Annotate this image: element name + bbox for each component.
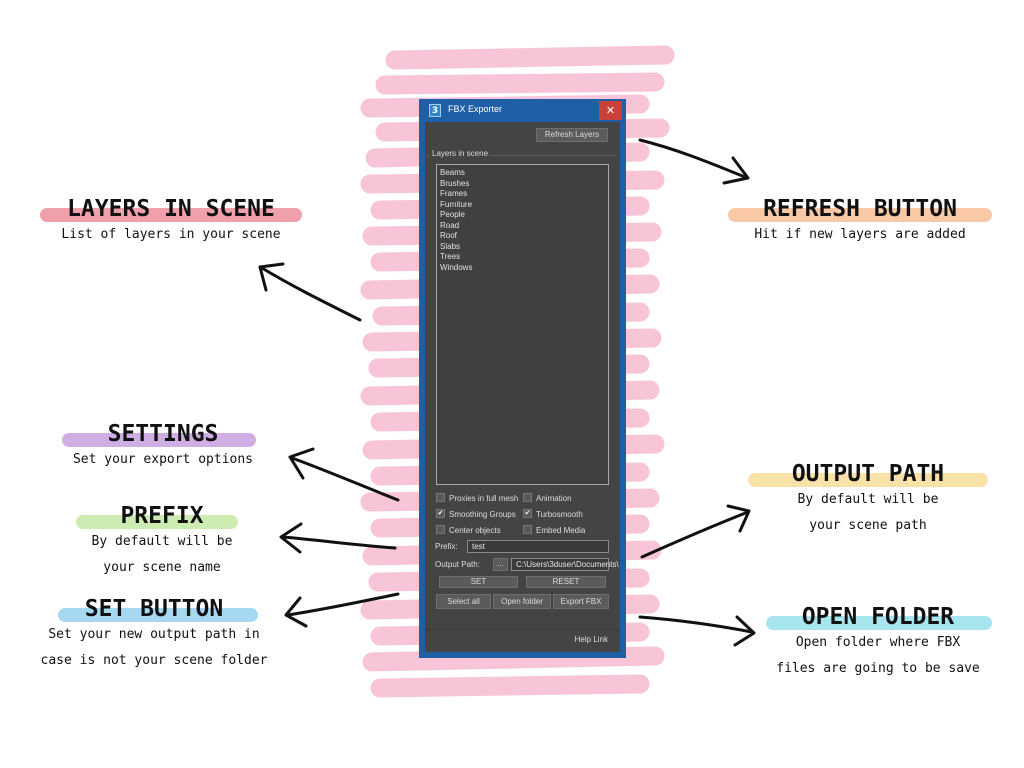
- annotation-output-path: OUTPUT PATH By default will be your scen…: [748, 461, 988, 539]
- settings-heading: SETTINGS: [107, 421, 219, 447]
- animation-checkbox[interactable]: Animation: [523, 493, 572, 503]
- window-title: FBX Exporter: [448, 104, 503, 114]
- center-checkbox-box[interactable]: [436, 525, 445, 535]
- embed-label: Embed Media: [536, 526, 586, 535]
- layers-group-divider: [427, 155, 617, 156]
- center-label: Center objects: [449, 526, 501, 535]
- 3dsmax-app-icon: 3: [429, 104, 441, 117]
- animation-checkbox-box[interactable]: [523, 493, 532, 503]
- refresh-heading: REFRESH BUTTON: [763, 196, 957, 222]
- layers-heading: LAYERS IN SCENE: [67, 196, 275, 222]
- layer-list-item[interactable]: Road: [440, 220, 460, 230]
- output-description-line1: By default will be: [797, 492, 939, 507]
- refresh-highlight: [728, 208, 992, 222]
- smoothing-checkbox-box[interactable]: ✔: [436, 509, 445, 519]
- prefix-description-line2: your scene name: [103, 560, 221, 575]
- annotation-open-folder: OPEN FOLDER Open folder where FBX files …: [758, 604, 998, 682]
- output-path-label: Output Path:: [435, 560, 480, 569]
- annotation-layers-in-scene: LAYERS IN SCENE List of layers in your s…: [40, 196, 302, 248]
- setbtn-highlight: [58, 608, 258, 622]
- openfolder-description-line1: Open folder where FBX: [795, 635, 961, 650]
- proxies-checkbox[interactable]: Proxies in full mesh: [436, 493, 519, 503]
- close-button[interactable]: ✕: [599, 101, 622, 120]
- openfolder-heading: OPEN FOLDER: [801, 604, 955, 630]
- layer-list-item[interactable]: Beams: [440, 168, 465, 177]
- fbx-exporter-window: 3 FBX Exporter ✕ Refresh Layers Layers i…: [419, 99, 626, 658]
- settings-highlight: [62, 433, 256, 447]
- settings-description: Set your export options: [72, 452, 253, 467]
- layer-list-item[interactable]: Windows: [440, 262, 473, 272]
- prefix-heading: PREFIX: [120, 503, 204, 529]
- prefix-label: Prefix:: [435, 542, 458, 551]
- annotation-set-button: SET BUTTON Set your new output path in c…: [22, 596, 286, 674]
- layer-list-item[interactable]: Brushes: [440, 178, 470, 188]
- output-path-input[interactable]: C:\Users\3duser\Documents\: [511, 558, 619, 571]
- refresh-layers-button[interactable]: Refresh Layers: [536, 128, 608, 142]
- layer-list-item[interactable]: Frames: [440, 189, 468, 198]
- setbtn-description-line2: case is not your scene folder: [40, 653, 268, 668]
- set-button[interactable]: SET: [439, 576, 518, 588]
- select-all-button[interactable]: Select all: [436, 594, 491, 609]
- proxies-label: Proxies in full mesh: [449, 494, 519, 503]
- smoothing-label: Smoothing Groups: [449, 510, 516, 519]
- reset-button[interactable]: RESET: [526, 576, 606, 588]
- browse-button[interactable]: ...: [493, 558, 508, 571]
- embed-media-checkbox[interactable]: Embed Media: [523, 525, 586, 535]
- refresh-description: Hit if new layers are added: [754, 227, 966, 242]
- annotation-refresh-button: REFRESH BUTTON Hit if new layers are add…: [728, 196, 992, 248]
- smoothing-groups-checkbox[interactable]: ✔ Smoothing Groups: [436, 509, 516, 519]
- embed-checkbox-box[interactable]: [523, 525, 532, 535]
- footer-divider: [425, 629, 620, 630]
- layer-list-item[interactable]: Roof: [440, 231, 457, 240]
- prefix-description-line1: By default will be: [91, 534, 233, 549]
- open-folder-button[interactable]: Open folder: [493, 594, 551, 609]
- prefix-highlight: [76, 515, 238, 529]
- help-link[interactable]: Help Link: [574, 635, 608, 644]
- layers-description: List of layers in your scene: [61, 227, 281, 242]
- center-objects-checkbox[interactable]: Center objects: [436, 525, 501, 535]
- export-fbx-button[interactable]: Export FBX: [553, 594, 609, 609]
- proxies-checkbox-box[interactable]: [436, 493, 445, 503]
- turbosmooth-checkbox-box[interactable]: ✔: [523, 509, 532, 519]
- openfolder-description-line2: files are going to be save: [776, 661, 980, 676]
- layers-highlight: [40, 208, 302, 222]
- annotation-prefix: PREFIX By default will be your scene nam…: [52, 503, 272, 581]
- animation-label: Animation: [536, 494, 572, 503]
- output-heading: OUTPUT PATH: [791, 461, 945, 487]
- layer-list-item[interactable]: Slabs: [440, 241, 461, 251]
- turbosmooth-label: Turbosmooth: [536, 510, 583, 519]
- annotation-settings: SETTINGS Set your export options: [48, 421, 278, 473]
- openfolder-highlight: [766, 616, 992, 630]
- setbtn-description-line1: Set your new output path in: [48, 627, 260, 642]
- setbtn-heading: SET BUTTON: [84, 596, 224, 622]
- title-bar[interactable]: 3 FBX Exporter ✕: [419, 99, 626, 122]
- turbosmooth-checkbox[interactable]: ✔ Turbosmooth: [523, 509, 583, 519]
- layer-list-item[interactable]: Furniture: [440, 199, 473, 209]
- output-description-line2: your scene path: [809, 518, 927, 533]
- layers-group-label: Layers in scene: [430, 149, 491, 158]
- layer-list-item[interactable]: People: [440, 210, 465, 219]
- output-highlight: [748, 473, 988, 487]
- layer-list-item[interactable]: Trees: [440, 252, 461, 261]
- prefix-input[interactable]: test: [467, 540, 609, 553]
